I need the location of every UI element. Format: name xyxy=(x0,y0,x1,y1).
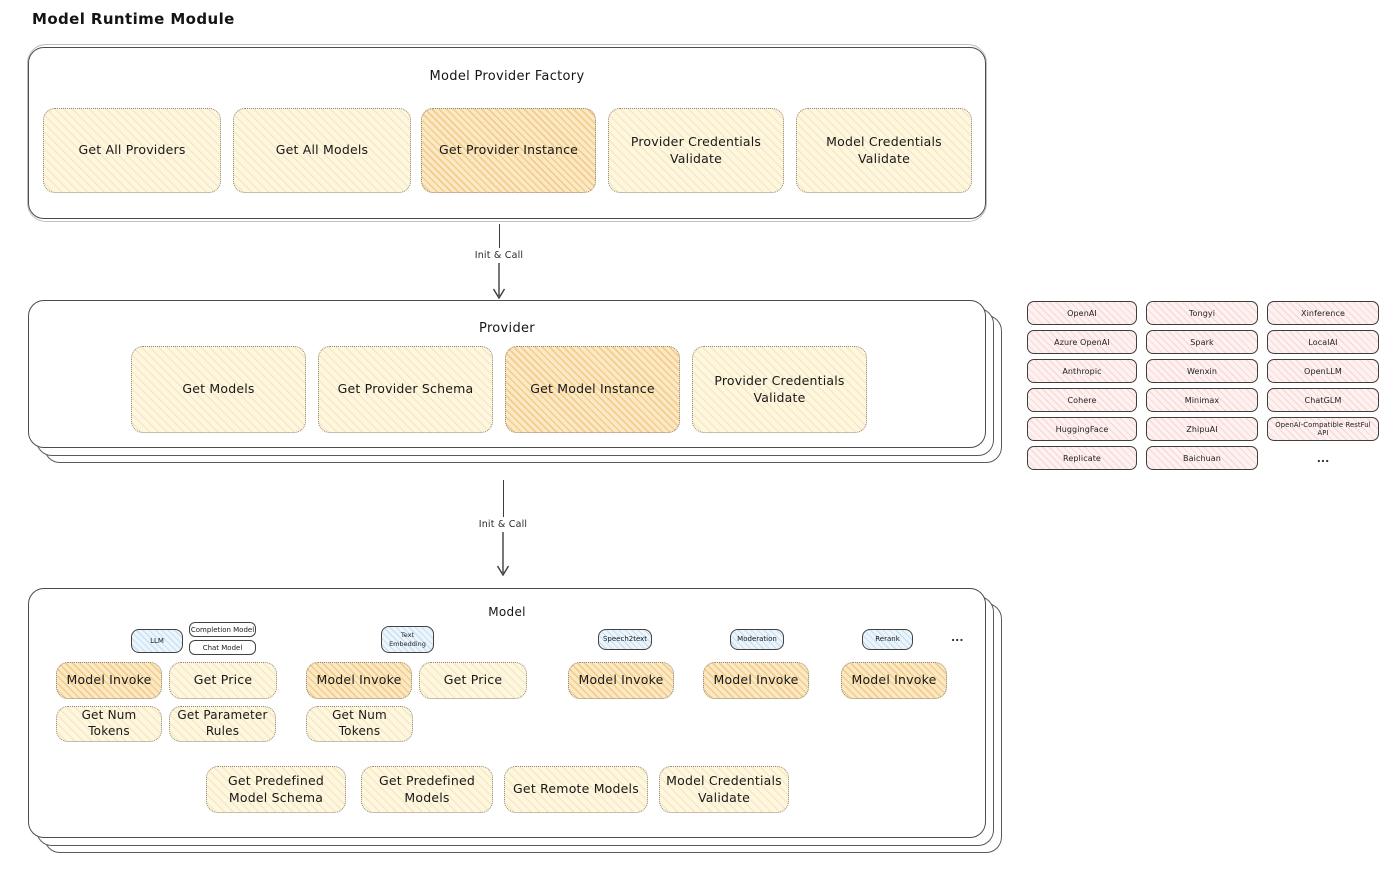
tab-rerank[interactable]: Rerank xyxy=(862,629,913,650)
arrow-factory-to-provider[interactable]: Init & Call xyxy=(458,224,540,299)
rerank-model-invoke-button[interactable]: Model Invoke xyxy=(841,662,947,699)
arrow-line-top xyxy=(502,480,504,517)
provider-pill-localai[interactable]: LocalAI xyxy=(1267,330,1379,354)
provider-pill-cohere[interactable]: Cohere xyxy=(1027,388,1137,412)
llm-get-price-button[interactable]: Get Price xyxy=(169,662,277,699)
arrow-provider-to-model[interactable]: Init & Call xyxy=(462,480,544,576)
provider-pill-spark[interactable]: Spark xyxy=(1146,330,1258,354)
speech2text-model-invoke-button[interactable]: Model Invoke xyxy=(568,662,674,699)
provider-pill-zhipuai[interactable]: ZhipuAI xyxy=(1146,417,1258,441)
llm-model-invoke-button[interactable]: Model Invoke xyxy=(56,662,162,699)
provider-pill-openai[interactable]: OpenAI xyxy=(1027,301,1137,325)
provider-pill-openllm[interactable]: OpenLLM xyxy=(1267,359,1379,383)
provider-box[interactable]: Provider Get Models Get Provider Schema … xyxy=(28,300,986,448)
model-box[interactable]: Model LLM Completion Model Chat Model Te… xyxy=(28,588,986,838)
arrow-line-top xyxy=(498,224,500,248)
embedding-model-invoke-button[interactable]: Model Invoke xyxy=(306,662,412,699)
provider-button-provider-credentials-validate[interactable]: Provider Credentials Validate xyxy=(692,346,867,433)
provider-pill-chatglm[interactable]: ChatGLM xyxy=(1267,388,1379,412)
factory-box[interactable]: Model Provider Factory Get All Providers… xyxy=(27,44,987,222)
get-predefined-model-schema-button[interactable]: Get Predefined Model Schema xyxy=(206,766,346,813)
moderation-model-invoke-button[interactable]: Model Invoke xyxy=(703,662,809,699)
provider-pill-xinference[interactable]: Xinference xyxy=(1267,301,1379,325)
provider-pill-tongyi[interactable]: Tongyi xyxy=(1146,301,1258,325)
tag-completion-model[interactable]: Completion Model xyxy=(189,622,256,637)
provider-pill-baichuan[interactable]: Baichuan xyxy=(1146,446,1258,470)
provider-pill-wenxin[interactable]: Wenxin xyxy=(1146,359,1258,383)
provider-pill-azure-openai[interactable]: Azure OpenAI xyxy=(1027,330,1137,354)
factory-title: Model Provider Factory xyxy=(429,69,585,84)
providers-grid-ellipsis: ... xyxy=(1316,451,1330,465)
tabs-ellipsis: ... xyxy=(951,631,964,644)
arrow-head-down-icon xyxy=(492,263,506,299)
factory-button-get-all-models[interactable]: Get All Models xyxy=(233,108,411,193)
provider-pill-replicate[interactable]: Replicate xyxy=(1027,446,1137,470)
get-predefined-models-button[interactable]: Get Predefined Models xyxy=(361,766,493,813)
diagram-title: Model Runtime Module xyxy=(32,10,235,28)
tab-moderation[interactable]: Moderation xyxy=(730,629,784,650)
arrow-label-init-call-2: Init & Call xyxy=(478,519,528,530)
factory-button-provider-credentials-validate[interactable]: Provider Credentials Validate xyxy=(608,108,784,193)
provider-pill-anthropic[interactable]: Anthropic xyxy=(1027,359,1137,383)
llm-get-num-tokens-button[interactable]: Get Num Tokens xyxy=(56,706,162,742)
get-remote-models-button[interactable]: Get Remote Models xyxy=(504,766,648,813)
providers-grid: OpenAI Tongyi Xinference Azure OpenAI Sp… xyxy=(1027,301,1379,470)
provider-pill-minimax[interactable]: Minimax xyxy=(1146,388,1258,412)
model-credentials-validate-button[interactable]: Model Credentials Validate xyxy=(659,766,789,813)
tab-llm[interactable]: LLM xyxy=(131,629,183,653)
factory-button-get-provider-instance[interactable]: Get Provider Instance xyxy=(421,108,596,193)
embedding-get-num-tokens-button[interactable]: Get Num Tokens xyxy=(306,706,413,742)
arrow-head-down-icon xyxy=(496,532,510,576)
embedding-get-price-button[interactable]: Get Price xyxy=(419,662,527,699)
provider-pill-huggingface[interactable]: HuggingFace xyxy=(1027,417,1137,441)
factory-button-model-credentials-validate[interactable]: Model Credentials Validate xyxy=(796,108,972,193)
provider-button-get-provider-schema[interactable]: Get Provider Schema xyxy=(318,346,493,433)
provider-button-get-models[interactable]: Get Models xyxy=(131,346,306,433)
tag-chat-model[interactable]: Chat Model xyxy=(189,640,256,655)
llm-get-parameter-rules-button[interactable]: Get Parameter Rules xyxy=(169,706,276,742)
provider-button-get-model-instance[interactable]: Get Model Instance xyxy=(505,346,680,433)
tab-text-embedding[interactable]: Text Embedding xyxy=(381,626,434,653)
model-title: Model xyxy=(488,605,526,619)
provider-pill-openai-compatible[interactable]: OpenAI-Compatible RestFul API xyxy=(1267,417,1379,441)
arrow-label-init-call-1: Init & Call xyxy=(474,250,524,261)
tab-speech2text[interactable]: Speech2text xyxy=(598,629,652,650)
factory-button-get-all-providers[interactable]: Get All Providers xyxy=(43,108,221,193)
provider-title: Provider xyxy=(479,321,535,336)
